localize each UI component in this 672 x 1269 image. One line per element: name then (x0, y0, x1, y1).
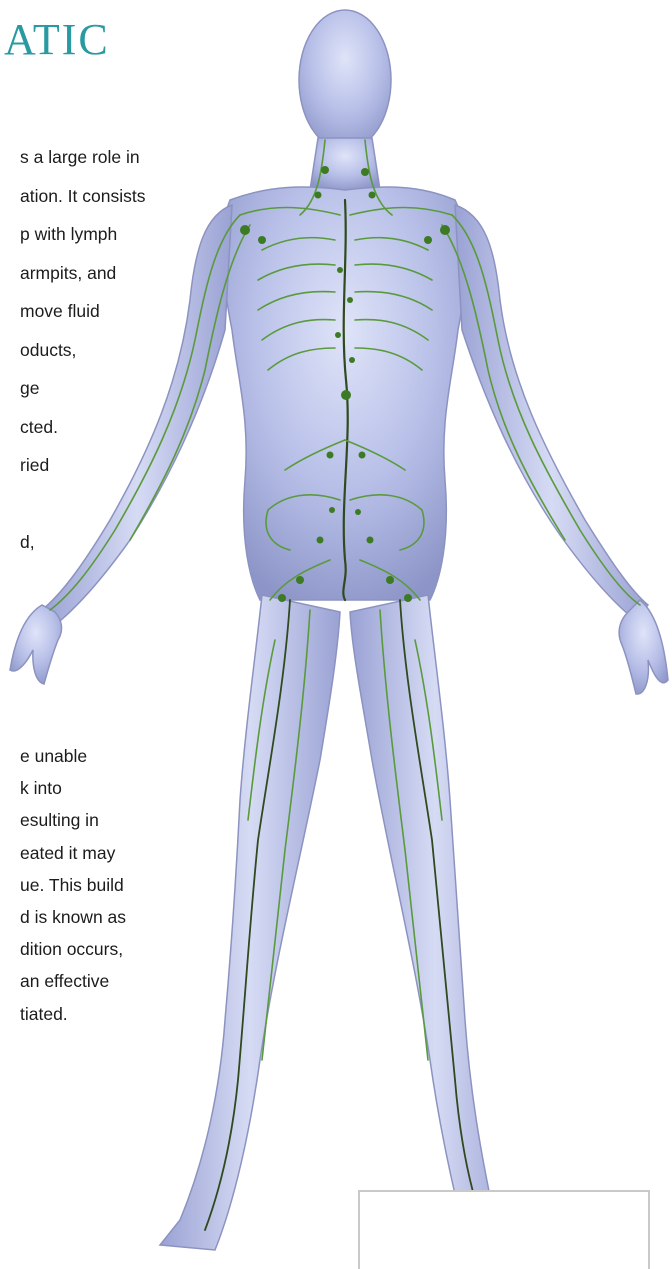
text-line: ue. This build (20, 873, 126, 905)
left-hand (10, 605, 62, 684)
empty-label-box (358, 1190, 650, 1269)
text-line: k into (20, 776, 126, 808)
right-arm (455, 205, 648, 620)
text-line: dition occurs, (20, 937, 126, 969)
right-hand (619, 600, 668, 694)
text-line: e unable (20, 744, 126, 776)
text-line: oducts, (20, 338, 145, 377)
text-line: cted. (20, 415, 145, 454)
text-line: ation. It consists (20, 184, 145, 223)
text-line: an effective (20, 969, 126, 1001)
text-line: esulting in (20, 808, 126, 840)
text-line: eated it may (20, 841, 126, 873)
text-line (20, 492, 145, 531)
text-line: tiated. (20, 1002, 126, 1034)
edema-paragraph: e unable k into esulting in eated it may… (20, 744, 126, 1034)
neck (310, 138, 380, 190)
text-line: move fluid (20, 299, 145, 338)
head (299, 10, 391, 150)
text-line: d is known as (20, 905, 126, 937)
text-line: ge (20, 376, 145, 415)
text-line: p with lymph (20, 222, 145, 261)
text-line: ried (20, 453, 145, 492)
text-line: armpits, and (20, 261, 145, 300)
right-leg (350, 595, 520, 1252)
text-line: s a large role in (20, 145, 145, 184)
intro-paragraph: s a large role in ation. It consists p w… (20, 145, 145, 569)
text-line: d, (20, 530, 145, 569)
